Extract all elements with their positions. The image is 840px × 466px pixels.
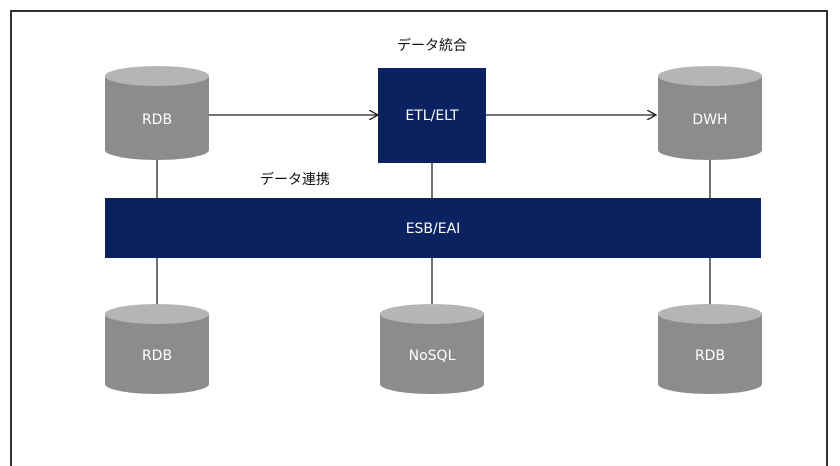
database-cylinder-bottom-center: NoSQL bbox=[380, 304, 484, 394]
db-label-bottom-left: RDB bbox=[142, 348, 172, 364]
db-label-top-left: RDB bbox=[142, 112, 172, 128]
title-data-integration: データ統合 bbox=[397, 37, 467, 54]
database-cylinder-top-left: RDB bbox=[105, 66, 209, 160]
esb-bar bbox=[105, 198, 761, 258]
database-cylinder-top-right: DWH bbox=[658, 66, 762, 160]
db-label-bottom-right: RDB bbox=[695, 348, 725, 364]
esb-label: ESB/EAI bbox=[406, 221, 461, 237]
etl-label: ETL/ELT bbox=[405, 108, 459, 124]
title-data-linkage: データ連携 bbox=[260, 171, 330, 188]
database-cylinder-bottom-left: RDB bbox=[105, 304, 209, 394]
database-cylinder-bottom-right: RDB bbox=[658, 304, 762, 394]
db-label-bottom-center: NoSQL bbox=[409, 348, 456, 364]
db-label-top-right: DWH bbox=[692, 112, 727, 128]
etl-box bbox=[378, 68, 486, 163]
